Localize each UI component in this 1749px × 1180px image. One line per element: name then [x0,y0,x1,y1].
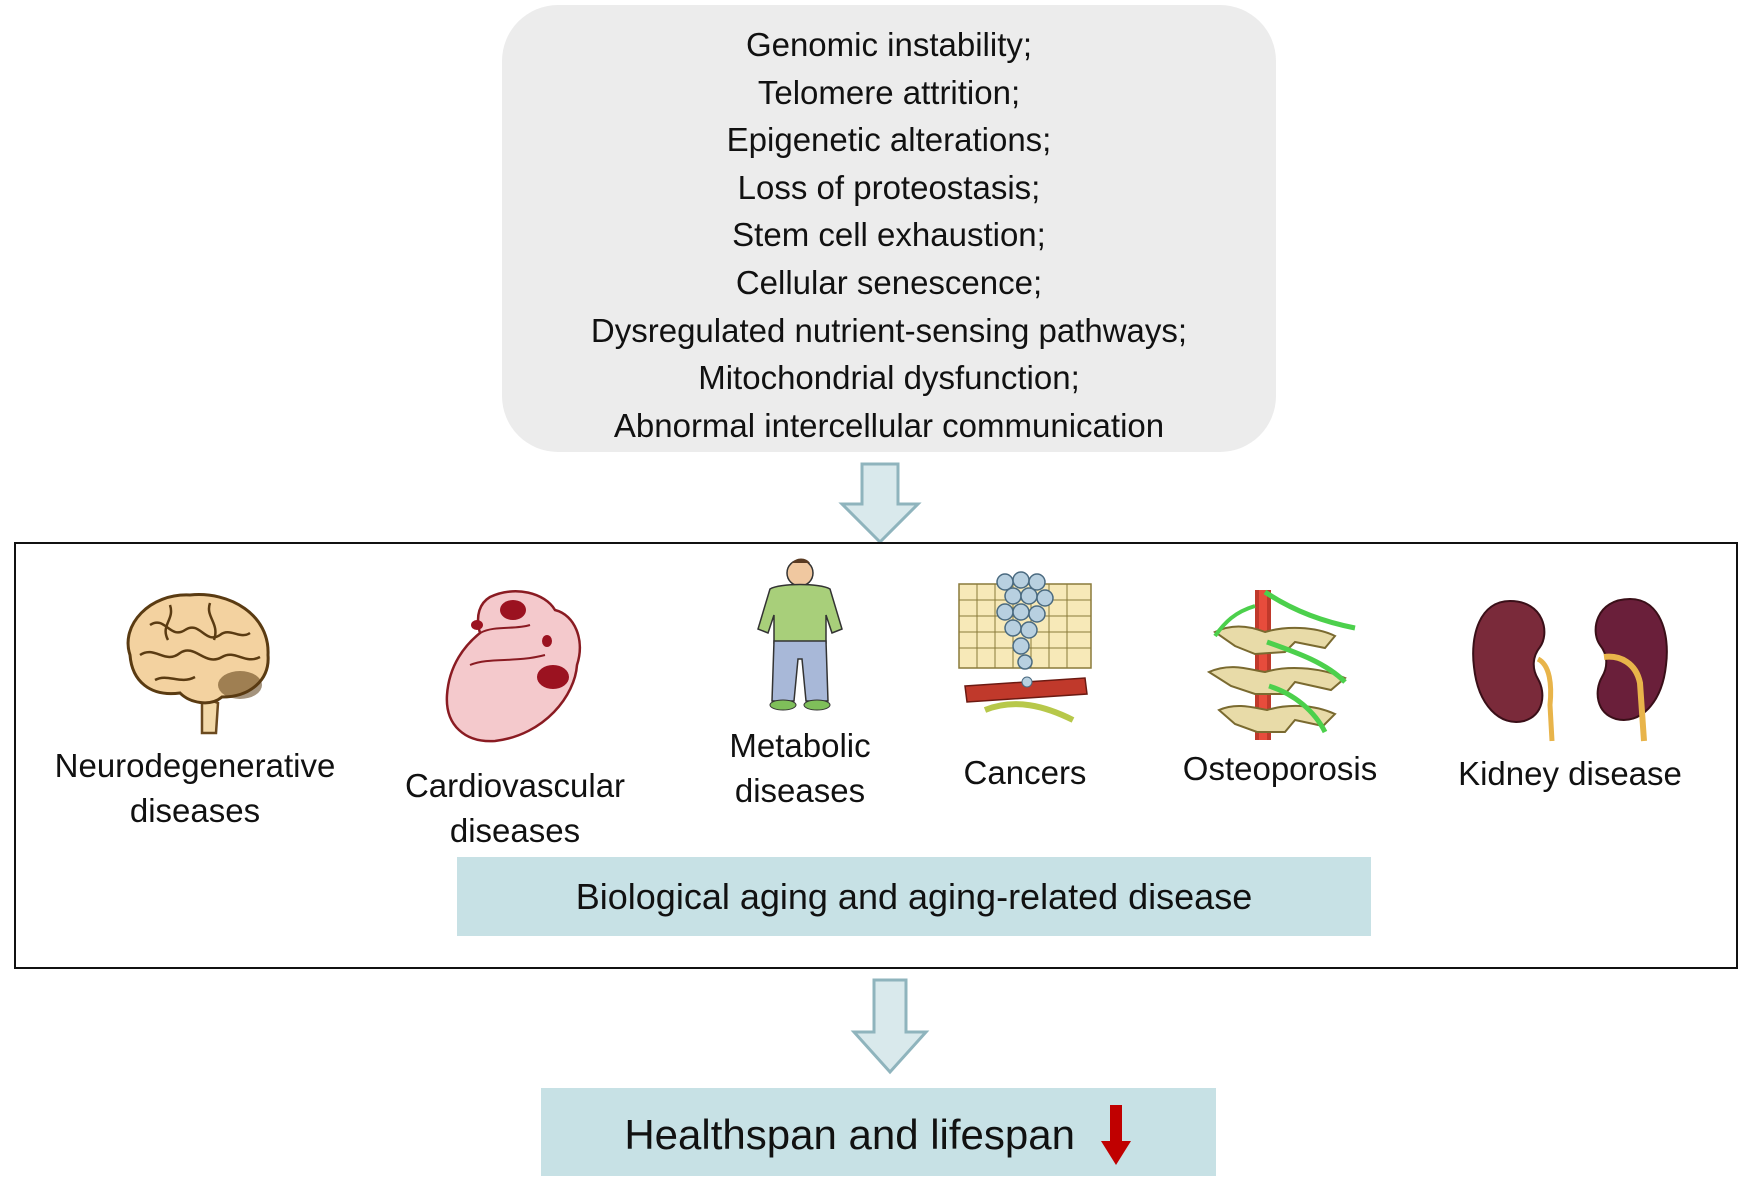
flow-arrow-down-icon [850,978,930,1075]
hallmark-item: Dysregulated nutrient-sensing pathways; [590,311,1188,349]
disease-kidney: Kidney disease [1440,595,1700,796]
hallmark-item: Cellular senescence; [735,263,1043,301]
disease-label: Cancers [963,754,1087,791]
hallmark-item: Telomere attrition; [757,73,1021,111]
outcome-banner: Healthspan and lifespan [541,1088,1216,1176]
disease-label: Osteoporosis [1182,750,1378,787]
hallmark-item: Epigenetic alterations; [726,121,1052,159]
hallmark-item: Stem cell exhaustion; [732,216,1046,254]
tumor-cells-icon [958,571,1092,723]
disease-label: Cardiovascular [404,767,626,804]
disease-metabolic: Metabolic diseases [695,555,905,813]
obese-person-icon [757,558,843,711]
heart-icon [445,590,582,743]
hallmark-item: Abnormal intercellular communication [613,406,1165,444]
hallmark-item: Loss of proteostasis; [737,168,1041,206]
disease-neurodegenerative: Neurodegenerative diseases [30,585,360,833]
disease-label: diseases [734,772,866,809]
disease-cancers: Cancers [945,570,1105,795]
disease-label: Kidney disease [1458,755,1682,792]
disease-osteoporosis: Osteoporosis [1160,582,1400,791]
spine-icon [1206,589,1356,740]
disease-cardiovascular: Cardiovascular diseases [380,585,650,853]
kidney-icon [1472,597,1668,742]
disease-label: diseases [449,812,581,849]
hallmarks-box: Genomic instability; Telomere attrition;… [502,5,1276,452]
hallmark-item: Genomic instability; [745,26,1033,63]
disease-label: Metabolic [729,727,871,764]
outcome-label: Healthspan and lifespan [624,1110,1075,1158]
flow-arrow-down-icon [838,462,922,544]
aging-disease-banner: Biological aging and aging-related disea… [457,857,1371,936]
brain-icon [126,593,270,735]
aging-disease-frame [14,542,1738,969]
disease-label: diseases [129,792,261,829]
disease-label: Neurodegenerative [54,747,336,784]
hallmark-item: Mitochondrial dysfunction; [698,359,1080,397]
decrease-arrow-icon [1100,1104,1131,1165]
